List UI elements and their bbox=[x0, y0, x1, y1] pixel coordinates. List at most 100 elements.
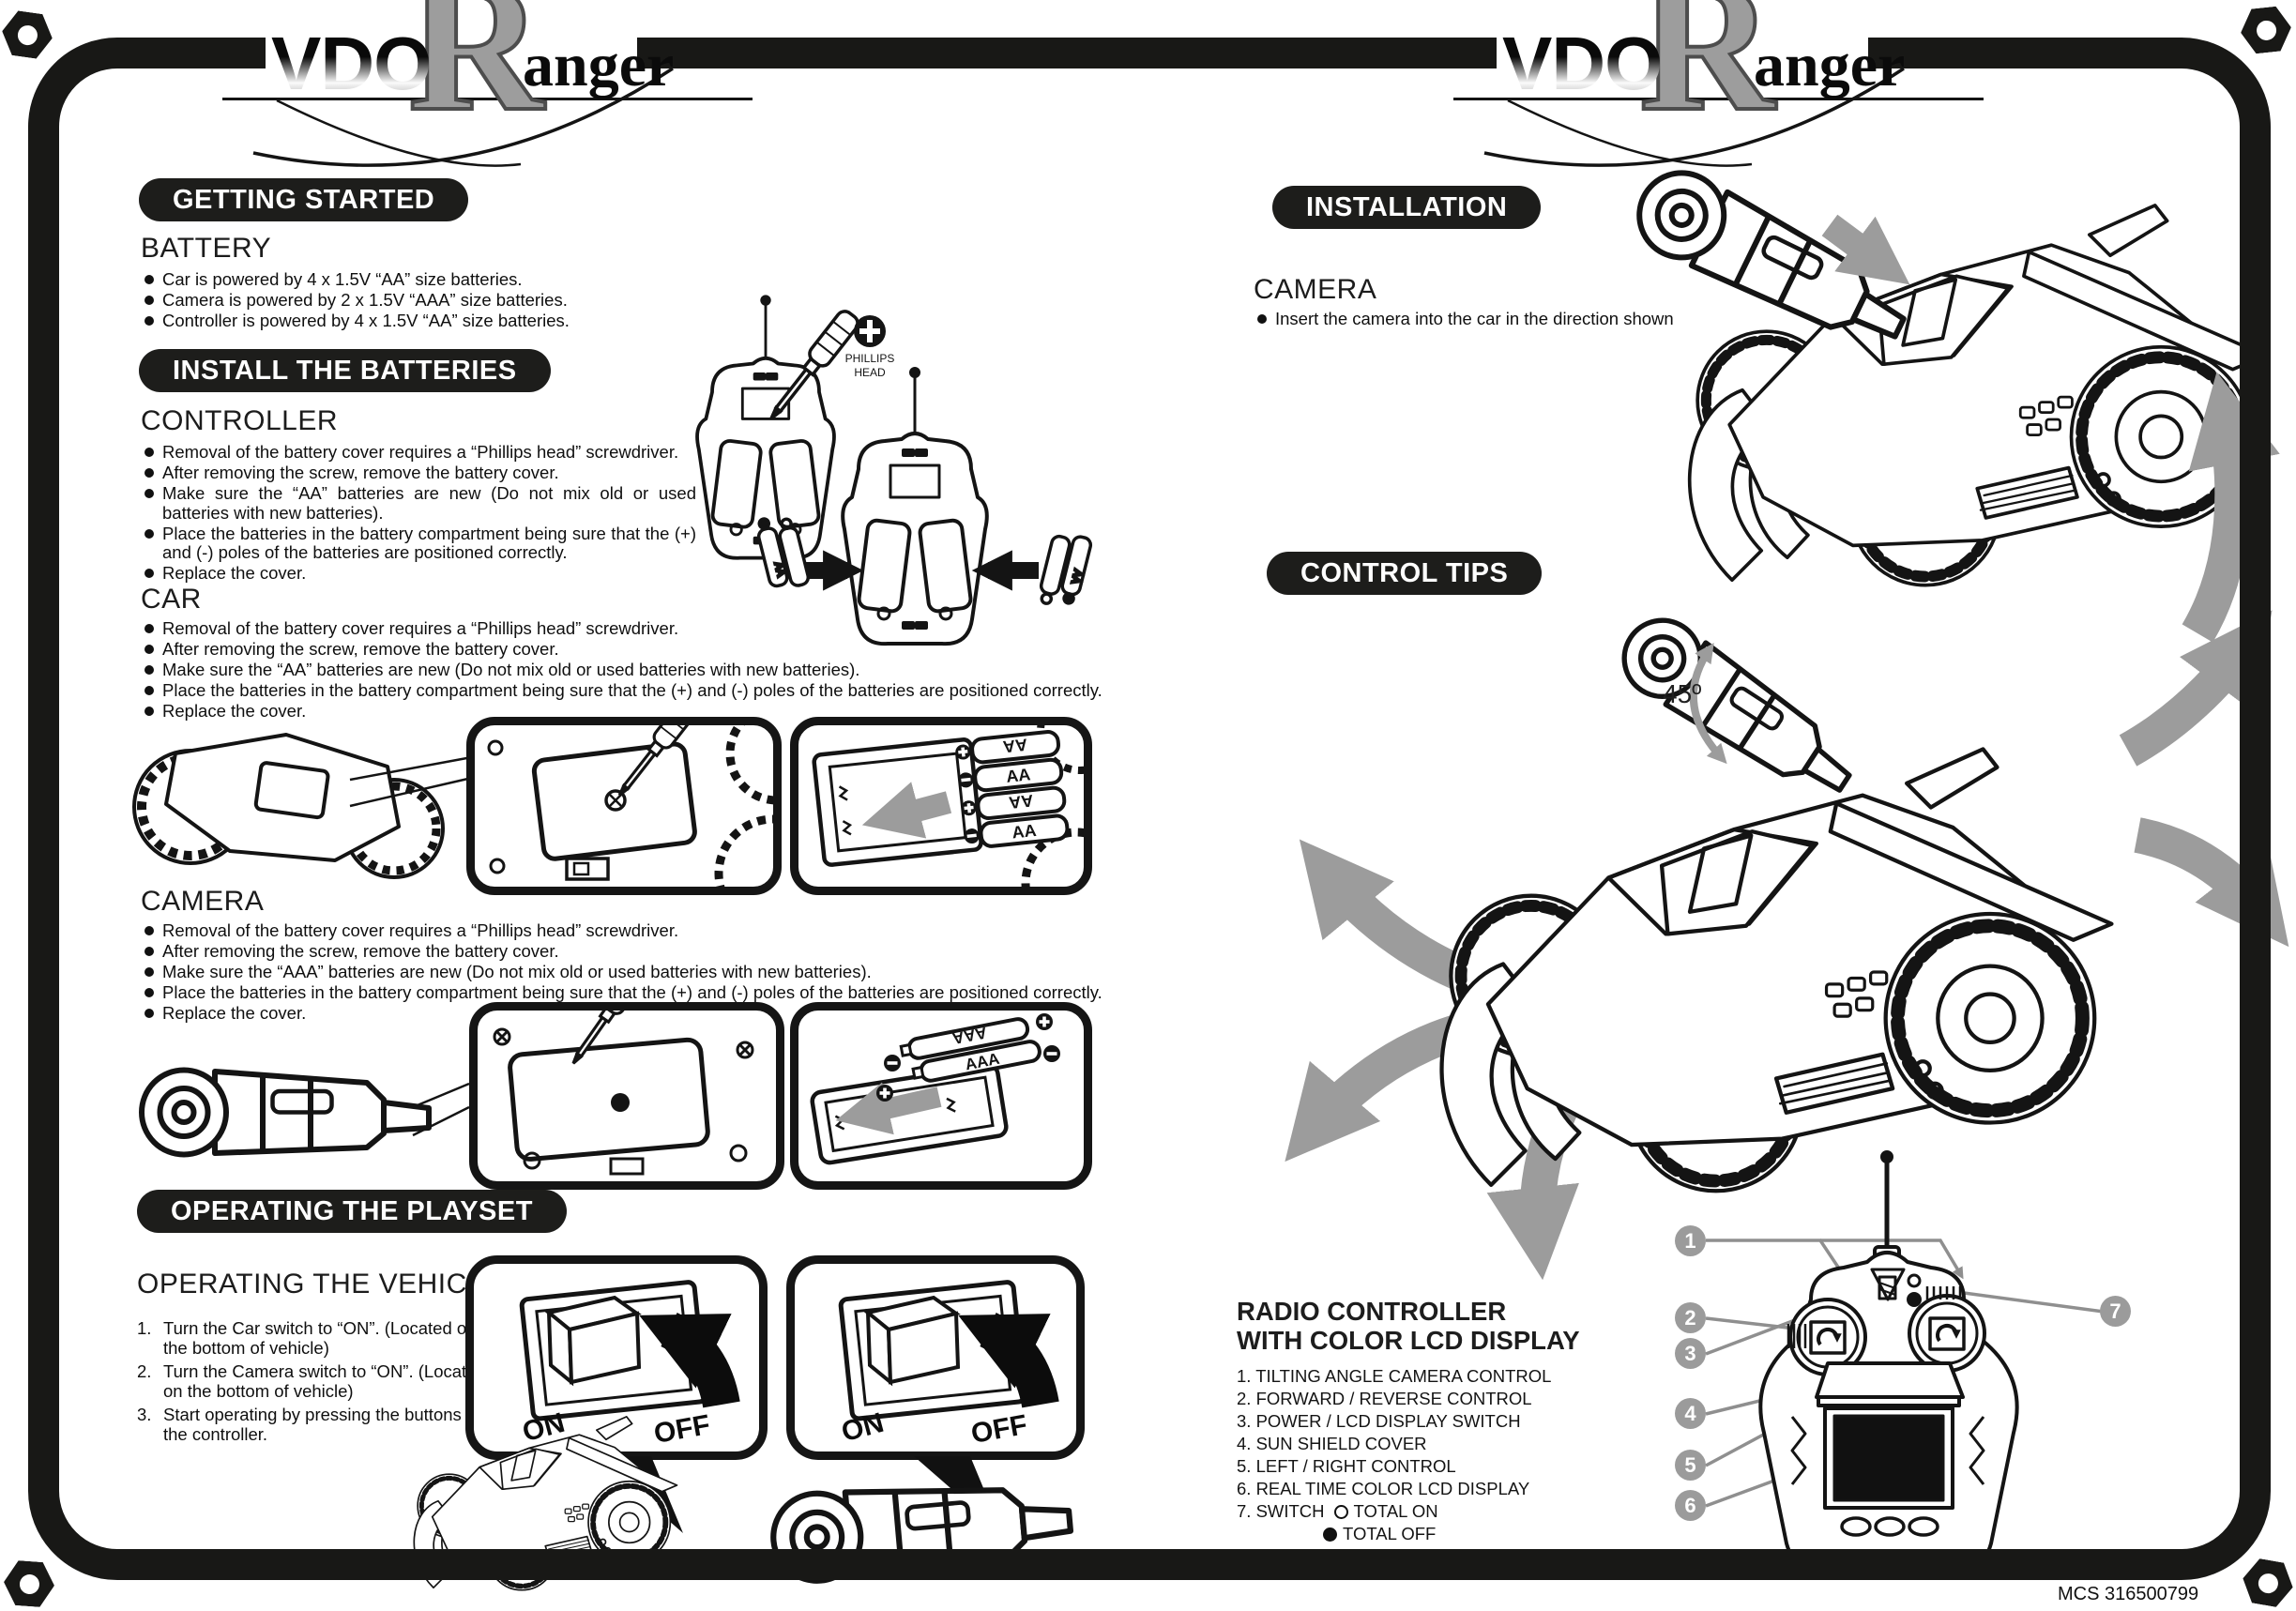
bullet-icon bbox=[144, 569, 154, 578]
list-item: Place the batteries in the battery compa… bbox=[144, 680, 1177, 701]
list-item: Controller is powered by 4 x 1.5V “AA” s… bbox=[144, 311, 726, 331]
logo-anger: anger bbox=[1754, 31, 1906, 99]
list-item: 2. FORWARD / REVERSE CONTROL bbox=[1237, 1389, 1532, 1408]
control-tips-illustration bbox=[1285, 372, 2289, 1281]
car-aa-batteries-drawing: AA AA AA AA bbox=[812, 725, 1084, 887]
callout-2: 2 bbox=[1675, 1302, 1706, 1333]
bullet-icon bbox=[144, 296, 154, 305]
bullet-icon bbox=[144, 665, 154, 675]
list-item: 3. POWER / LCD DISPLAY SWITCH bbox=[1237, 1411, 1521, 1431]
callout-5: 5 bbox=[1675, 1450, 1706, 1481]
corner-nut-icon bbox=[0, 8, 55, 60]
list-item: Insert the camera into the car in the di… bbox=[1257, 309, 1914, 329]
bullet-icon bbox=[144, 468, 154, 478]
logo-swoosh bbox=[1483, 67, 1905, 167]
list-item: Place the batteries in the battery compa… bbox=[144, 524, 696, 563]
total-off-icon bbox=[1323, 1527, 1337, 1542]
camera-cover-drawing bbox=[493, 1011, 754, 1176]
camera-installation-illustration bbox=[1614, 94, 2289, 600]
corner-nut-icon bbox=[2239, 1557, 2296, 1610]
callout-1: 1 bbox=[1675, 1225, 1706, 1256]
bullet-icon bbox=[144, 275, 154, 284]
controller-title: CONTROLLER bbox=[141, 405, 339, 436]
phillips-label: HEAD bbox=[854, 366, 886, 379]
camera-aaa-batteries-drawing: AAA AAA bbox=[810, 1013, 1060, 1165]
operating-vehicle-title: OPERATING THE VEHICLE bbox=[137, 1269, 503, 1299]
list-item: Camera is powered by 2 x 1.5V “AAA” size… bbox=[144, 290, 726, 311]
controller-battery-install-illustration: PHILLIPS HEAD AA AA bbox=[695, 295, 1093, 646]
list-item: 1. TILTING ANGLE CAMERA CONTROL bbox=[1237, 1366, 1552, 1386]
bullet-icon bbox=[1257, 314, 1267, 324]
document-code: MCS 316500799 bbox=[2058, 1584, 2199, 1604]
phillips-head-icon bbox=[854, 315, 886, 347]
list-item: 6. REAL TIME COLOR LCD DISPLAY bbox=[1237, 1479, 1530, 1498]
camera-bullet-list: Removal of the battery cover requires a … bbox=[144, 920, 1177, 1025]
camera-side-illustration bbox=[131, 1018, 470, 1192]
section-header-getting-started: GETTING STARTED bbox=[139, 178, 469, 221]
logo-vdo: VDO bbox=[271, 22, 432, 105]
corner-nut-icon bbox=[2, 1559, 55, 1608]
brand-logo: R VDO anger bbox=[222, 0, 753, 169]
installation-camera-title: CAMERA bbox=[1254, 274, 1377, 305]
bullet-icon bbox=[144, 528, 154, 539]
list-item: Make sure the “AA” batteries are new (Do… bbox=[144, 660, 1177, 680]
list-item: Removal of the battery cover requires a … bbox=[144, 920, 1177, 941]
bullet-icon bbox=[144, 947, 154, 956]
list-item: After removing the screw, remove the bat… bbox=[144, 639, 1177, 660]
car-cover-drawing bbox=[487, 725, 773, 887]
list-item: Place the batteries in the battery compa… bbox=[144, 982, 1177, 1003]
section-header-control-tips: CONTROL TIPS bbox=[1267, 552, 1543, 595]
phillips-label: PHILLIPS bbox=[845, 352, 895, 365]
switch-off-label: OFF bbox=[968, 1409, 1030, 1450]
list-item: Removal of the battery cover requires a … bbox=[144, 618, 1177, 639]
bullet-icon bbox=[144, 1009, 154, 1018]
bullet-icon bbox=[144, 316, 154, 326]
total-on-icon bbox=[1333, 1505, 1348, 1519]
svg-text:AA: AA bbox=[1002, 735, 1028, 756]
list-item: Make sure the “AAA” batteries are new (D… bbox=[144, 962, 1177, 982]
svg-text:AA: AA bbox=[1008, 791, 1034, 813]
bullet-icon bbox=[144, 489, 154, 498]
rocker-switch-drawing bbox=[795, 1264, 1076, 1414]
camera-switch-panel: ON OFF bbox=[786, 1255, 1085, 1460]
list-item: Replace the cover. bbox=[144, 701, 1177, 722]
logo-vdo: VDO bbox=[1502, 22, 1663, 105]
bullet-icon bbox=[144, 645, 154, 654]
list-item: Car is powered by 4 x 1.5V “AA” size bat… bbox=[144, 269, 726, 290]
list-item: Replace the cover. bbox=[144, 1003, 1177, 1024]
logo-rule bbox=[1453, 98, 1984, 100]
list-item: After removing the screw, remove the bat… bbox=[144, 941, 1177, 962]
section-header-install-batteries: INSTALL THE BATTERIES bbox=[139, 349, 551, 392]
list-item: Removal of the battery cover requires a … bbox=[144, 442, 696, 463]
bullet-icon bbox=[144, 967, 154, 977]
car-underside-illustration bbox=[132, 733, 473, 879]
logo-swoosh bbox=[252, 67, 674, 167]
car-aa-batteries-panel: AA AA AA AA bbox=[790, 717, 1092, 895]
brand-logo: R VDO anger bbox=[1453, 0, 1984, 169]
corner-nut-icon bbox=[2239, 5, 2294, 54]
camera-cover-panel bbox=[469, 1002, 784, 1190]
list-item: Replace the cover. bbox=[144, 563, 696, 584]
list-item: Make sure the “AA” batteries are new (Do… bbox=[144, 483, 696, 523]
bullet-icon bbox=[144, 624, 154, 633]
callout-7: 7 bbox=[2100, 1296, 2131, 1327]
tilt-angle-arrow-icon bbox=[1689, 643, 1727, 765]
installation-bullet-list: Insert the camera into the car in the di… bbox=[1257, 309, 1914, 330]
svg-text:AA: AA bbox=[1011, 821, 1038, 843]
svg-text:AA: AA bbox=[1069, 569, 1083, 585]
callout-3: 3 bbox=[1675, 1338, 1706, 1369]
svg-text:AA: AA bbox=[1005, 765, 1031, 786]
controller-bullet-list: Removal of the battery cover requires a … bbox=[144, 442, 696, 585]
car-bullet-list: Removal of the battery cover requires a … bbox=[144, 618, 1177, 722]
battery-title: BATTERY bbox=[141, 233, 272, 264]
section-header-operating-playset: OPERATING THE PLAYSET bbox=[137, 1190, 567, 1233]
camera-bottom-illustration bbox=[727, 1450, 1093, 1604]
section-header-installation: INSTALLATION bbox=[1272, 186, 1542, 229]
list-item: 4. SUN SHIELD COVER bbox=[1237, 1434, 1427, 1453]
logo-r: R bbox=[1637, 0, 1776, 150]
operating-steps-list: 1.Turn the Car switch to “ON”. (Located … bbox=[137, 1318, 492, 1448]
logo-r: R bbox=[406, 0, 545, 150]
svg-text:AA: AA bbox=[772, 561, 786, 578]
camera-title: CAMERA bbox=[141, 886, 265, 917]
